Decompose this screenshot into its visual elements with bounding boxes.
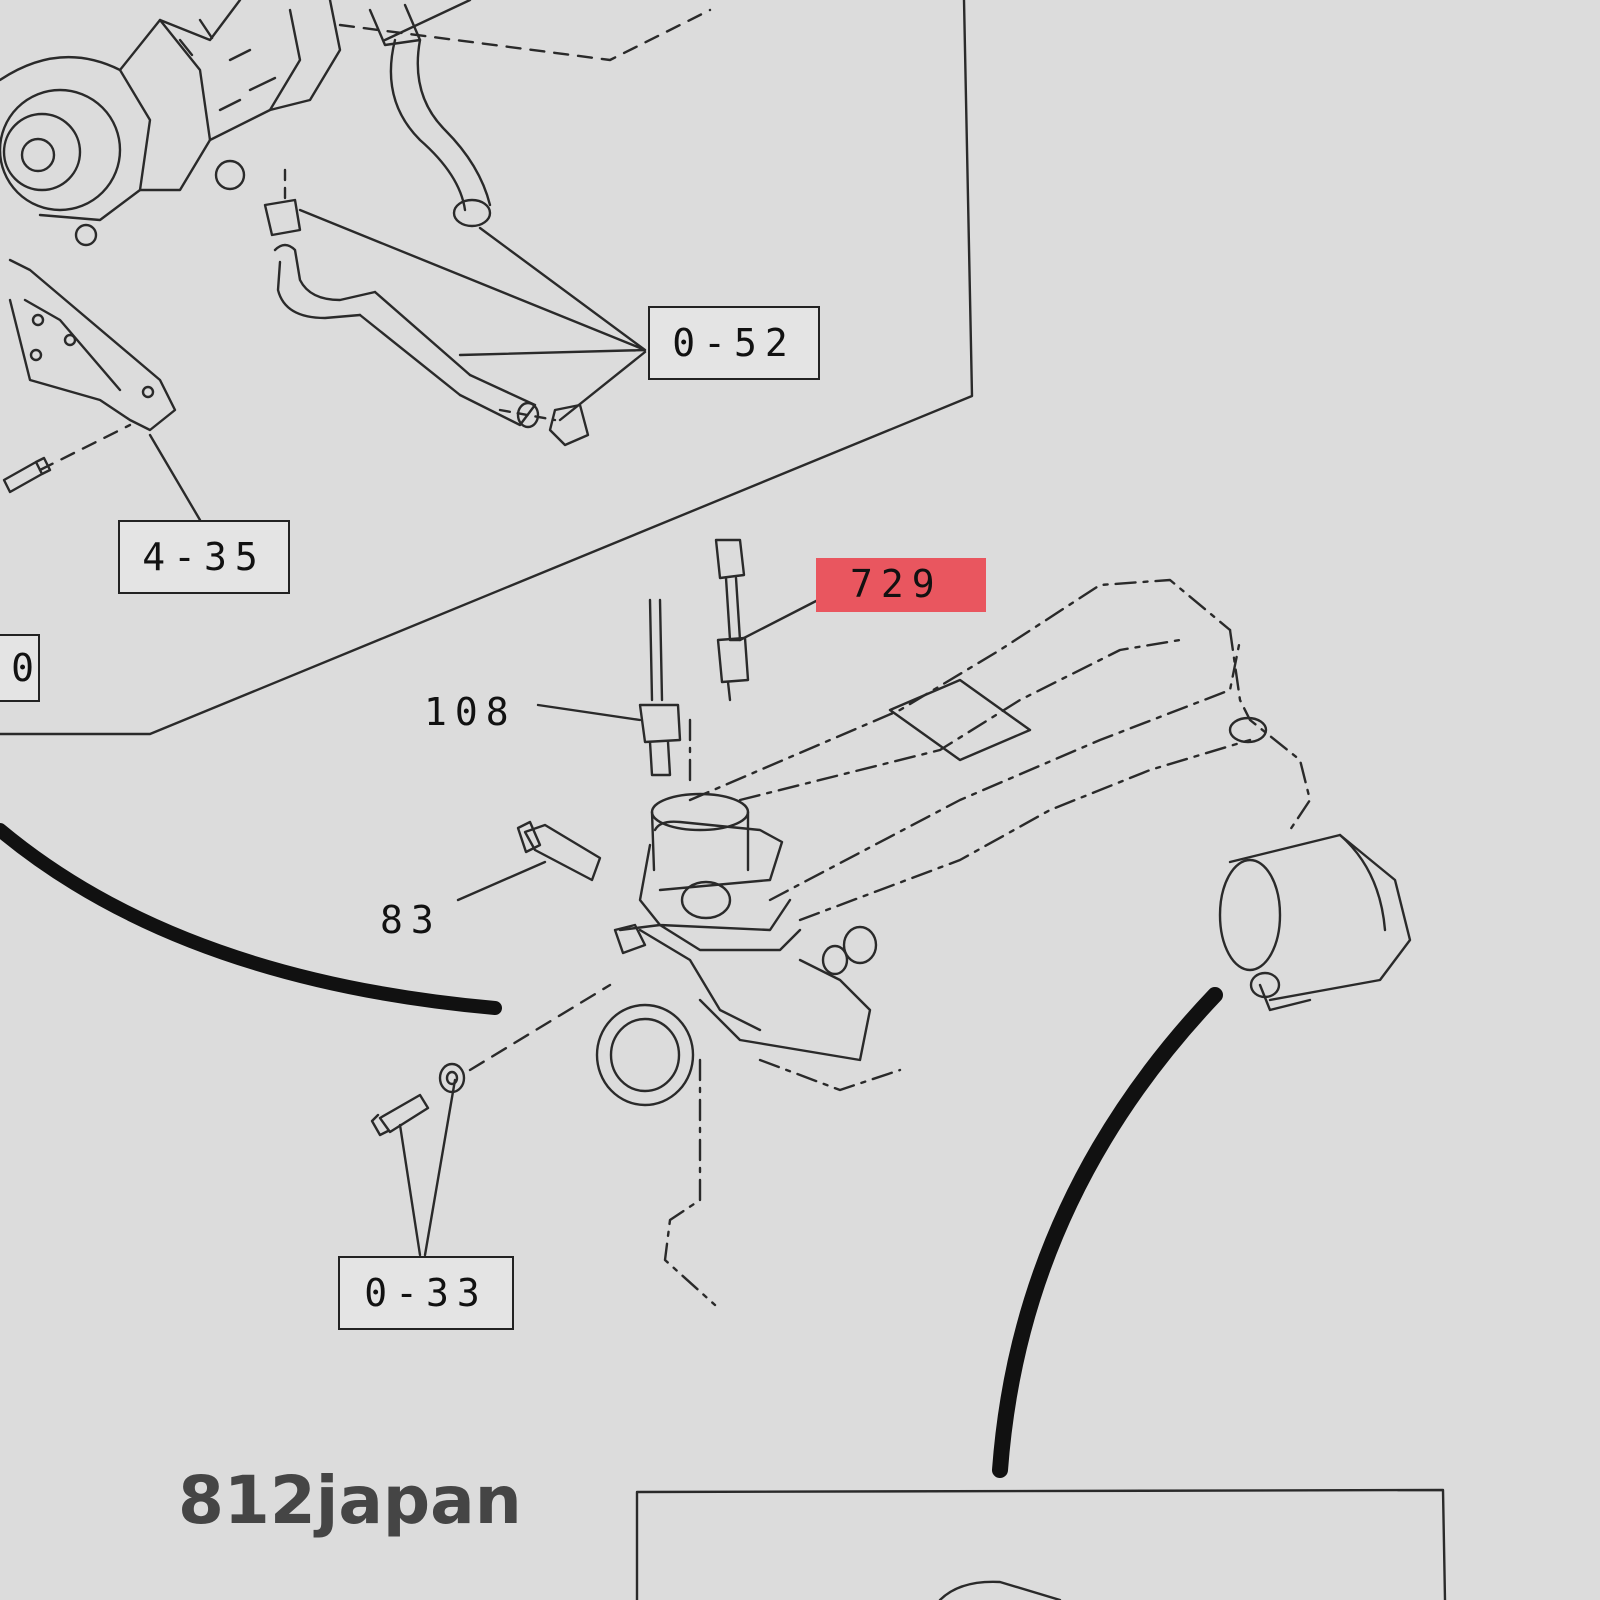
callout-4-35: 4-35	[118, 520, 290, 594]
part-number-83: 83	[380, 898, 442, 942]
thick-arc-left	[0, 823, 502, 1015]
engine-block-drawing	[663, 578, 1312, 1307]
highlight-marker-729	[816, 558, 986, 612]
starter-motor-drawing	[1218, 833, 1412, 1012]
bolt-drawing	[2, 456, 52, 494]
lower-detail-frame	[635, 1488, 1447, 1600]
callout-cut-edge: 0	[0, 634, 40, 702]
watermark-812japan: 812japan	[178, 1462, 522, 1539]
alternator-drawing	[0, 0, 342, 247]
subview-frame	[0, 0, 974, 736]
part-number-729: 729	[850, 562, 943, 606]
washer-bolt-drawing	[370, 1062, 466, 1137]
thermostat-housing-drawing	[516, 538, 878, 1107]
thick-arc-right	[992, 987, 1223, 1478]
hose-drawing	[263, 3, 590, 447]
callout-0-33: 0-33	[338, 1256, 514, 1330]
callout-0-52: 0-52	[648, 306, 820, 380]
part-number-108: 108	[424, 690, 517, 734]
bracket-drawing	[8, 258, 177, 432]
engine-top-plate	[888, 678, 1032, 762]
